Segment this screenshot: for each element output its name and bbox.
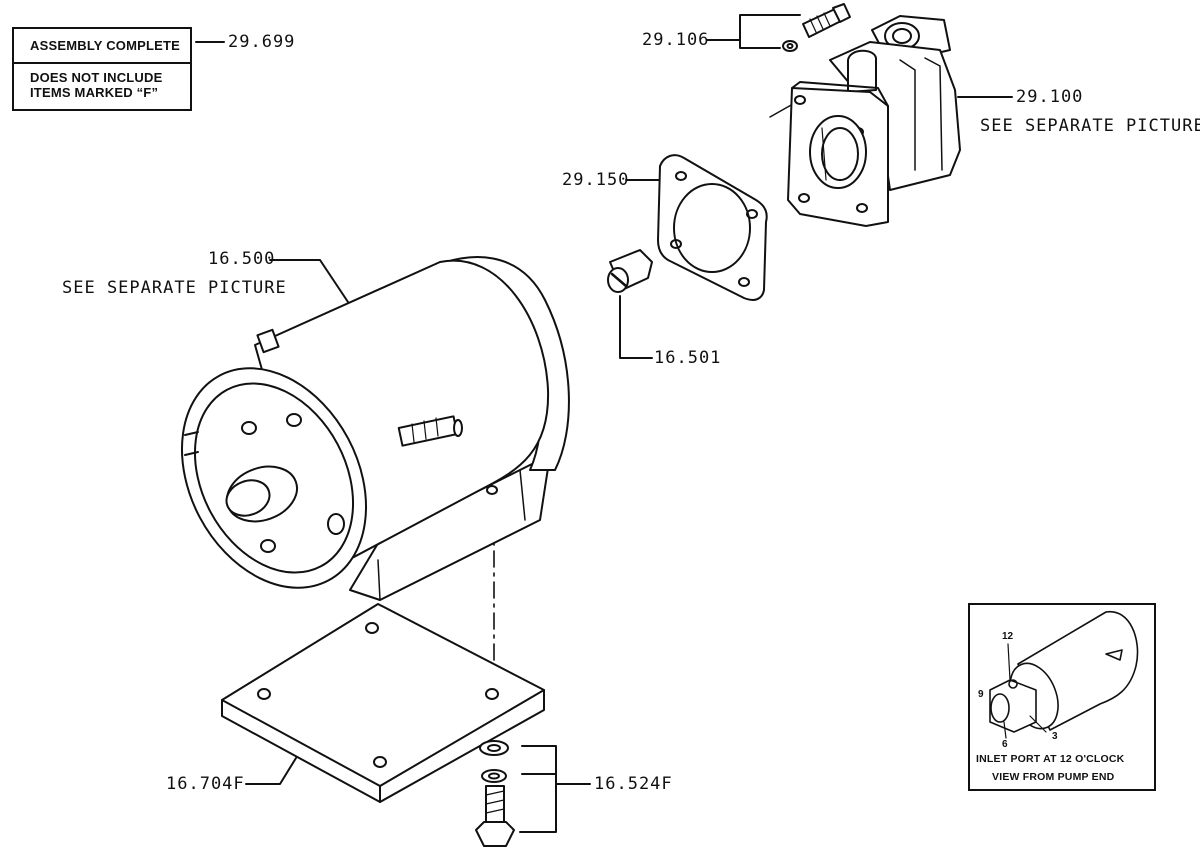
inset-clock-9: 9	[978, 689, 984, 700]
note-line-does-not-include: DOES NOT INCLUDE	[30, 70, 163, 85]
inset-clock-6: 6	[1002, 739, 1008, 750]
inset-clock-12: 12	[1002, 631, 1014, 642]
note-line-items-marked-f: ITEMS MARKED “F”	[30, 85, 159, 100]
callout-16-500-note: SEE SEPARATE PICTURE	[62, 278, 287, 298]
inset-clock-3: 3	[1052, 731, 1058, 742]
pump-body	[787, 15, 961, 227]
callout-29-150: 29.150	[562, 170, 630, 190]
motor-body	[180, 256, 570, 601]
callout-16-500: 16.500	[208, 249, 276, 269]
bolt-and-washer	[782, 3, 851, 52]
inset-caption-view-from-pump-end: VIEW FROM PUMP END	[992, 771, 1115, 783]
callout-16-501: 16.501	[654, 348, 722, 368]
callout-16-704f: 16.704F	[166, 774, 245, 794]
shaft-key	[607, 249, 653, 293]
terminal-stud	[397, 415, 463, 447]
callout-29-106: 29.106	[642, 30, 710, 50]
callout-29-100-note: SEE SEPARATE PICTURE	[980, 116, 1200, 136]
assembly-note-box: ASSEMBLY COMPLETE DOES NOT INCLUDE ITEMS…	[12, 27, 192, 111]
note-line-assembly-complete: ASSEMBLY COMPLETE	[30, 38, 181, 53]
callout-16-524f: 16.524F	[594, 774, 673, 794]
note-divider	[14, 62, 190, 64]
hardware-stack	[475, 740, 515, 847]
inset-motor-sketch	[989, 611, 1139, 739]
inset-orientation-box: 12 9 6 3 INLET PORT AT 12 O'CLOCK VIEW F…	[968, 603, 1156, 791]
gasket	[657, 154, 768, 301]
inset-caption-inlet-port: INLET PORT AT 12 O'CLOCK	[976, 753, 1125, 765]
callout-29-699: 29.699	[228, 32, 296, 52]
callout-29-100: 29.100	[1016, 87, 1084, 107]
mounting-plate	[221, 603, 545, 803]
